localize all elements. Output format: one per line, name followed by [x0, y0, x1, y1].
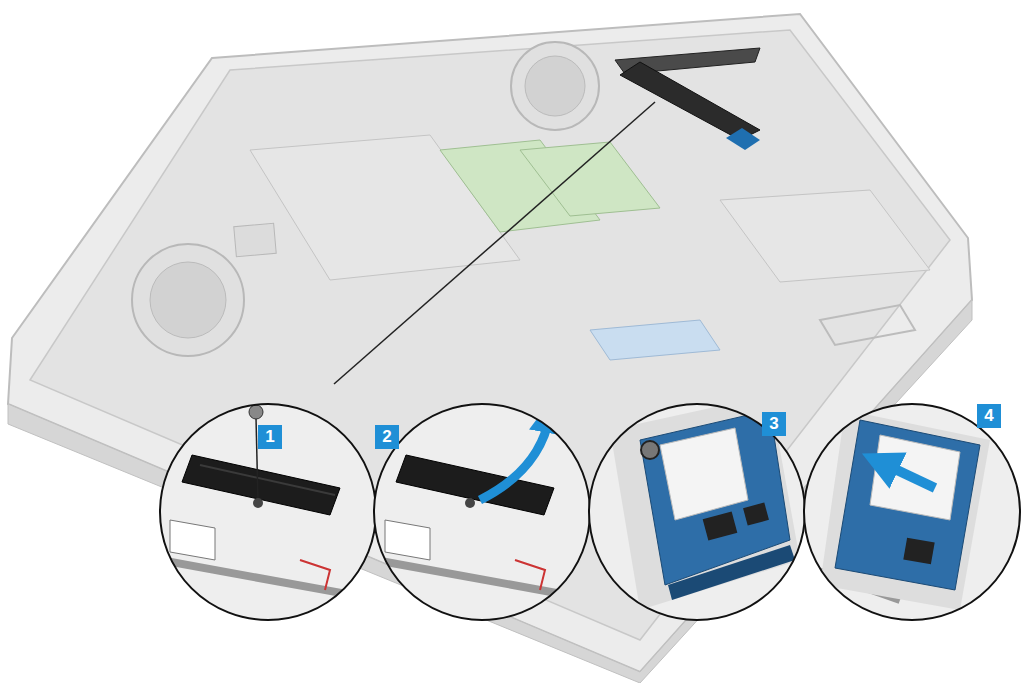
callout-number: 2: [375, 425, 399, 449]
detail-circle: [804, 404, 1020, 620]
detail-circle: [589, 404, 805, 620]
callout-number: 3: [762, 412, 786, 436]
illustration-part: [835, 420, 980, 590]
illustration-part: [880, 462, 935, 488]
detail-view: [150, 400, 390, 630]
illustration-part: [253, 498, 263, 508]
leader-line: [334, 102, 655, 384]
illustration-part: [668, 545, 795, 600]
illustration-part: [820, 305, 915, 345]
illustration-part: [870, 435, 960, 520]
illustration-part: [234, 223, 276, 256]
illustration-part: [743, 502, 769, 525]
illustration-part: [182, 455, 340, 515]
illustration-part: [726, 128, 760, 150]
illustration-part: [170, 520, 215, 560]
illustration-part: [370, 400, 610, 630]
illustration-part: [520, 142, 660, 216]
illustration-part: [160, 560, 380, 600]
illustration-part: [511, 42, 599, 130]
illustration-part: [300, 560, 330, 590]
detail-circle: [160, 404, 376, 620]
illustration-part: [620, 62, 760, 140]
illustration-part: [903, 538, 934, 565]
illustration-part: [820, 410, 990, 610]
illustration-part: [132, 244, 244, 356]
illustration-part: [249, 405, 263, 419]
callout-number: 1: [258, 425, 282, 449]
illustration-part: [515, 560, 545, 590]
detail-circle: [374, 404, 590, 620]
illustration-part: [800, 400, 1024, 630]
illustration-part: [385, 520, 430, 560]
illustration-part: [375, 560, 595, 600]
illustration-part: [590, 320, 720, 360]
detail-view: [585, 395, 825, 630]
detail-view: [800, 400, 1024, 630]
illustration-part: [525, 56, 585, 116]
illustration-part: [703, 511, 738, 540]
detail-view: [370, 400, 610, 630]
illustration-part: [150, 400, 390, 630]
illustration-part: [720, 190, 930, 282]
illustration-part: [641, 441, 659, 459]
illustration-part: [150, 262, 226, 338]
illustration-part: [200, 465, 335, 495]
illustration-part: [465, 498, 475, 508]
illustration-part: [480, 415, 550, 500]
illustration-part: [610, 395, 800, 610]
laptop-base: [8, 14, 972, 683]
callout-number: 4: [977, 404, 1001, 428]
illustration-part: [660, 428, 748, 520]
